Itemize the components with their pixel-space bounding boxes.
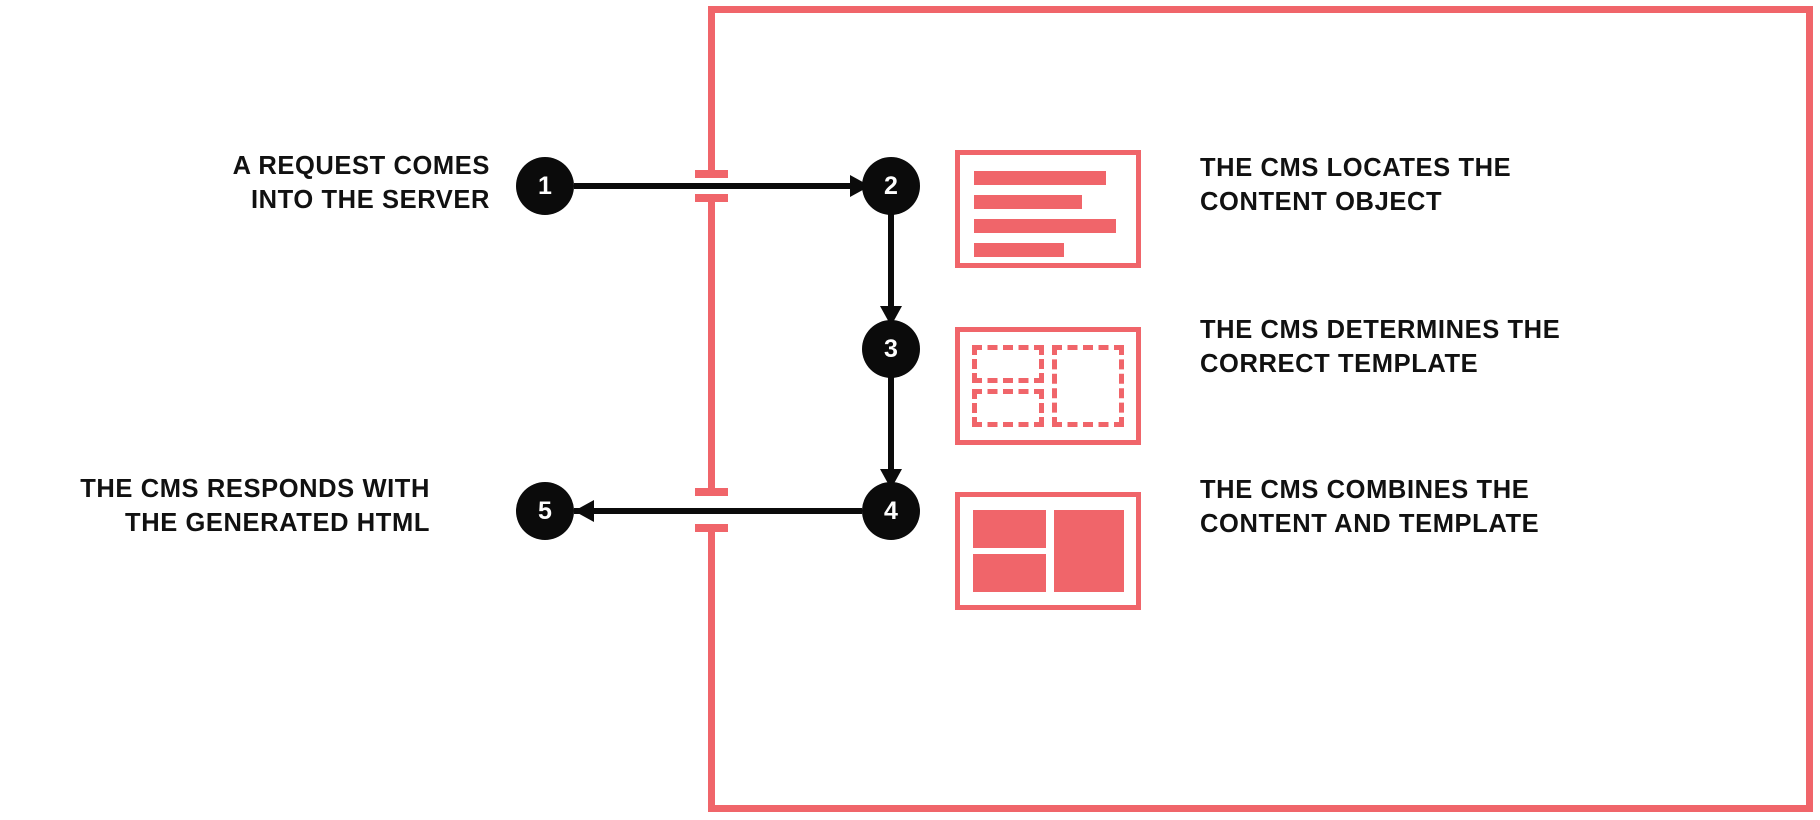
step-4-node[interactable]: 4 [862,482,920,540]
server-boundary-rail-bottom [708,532,715,812]
template-region-bottom-left [972,389,1044,427]
layout-block-top-left [973,510,1046,548]
arrow-4-to-5-head [574,500,594,522]
dashed-template-icon-inner [960,332,1136,440]
boundary-cap-upper-bottom [695,194,728,202]
arrow-2-to-3-line [888,212,894,312]
step-4-label: THE CMS COMBINES THE CONTENT AND TEMPLAT… [1200,474,1720,541]
step-3-label: THE CMS DETERMINES THE CORRECT TEMPLATE [1200,314,1720,381]
step-3-number: 3 [884,334,898,363]
step-5-number: 5 [538,496,552,525]
step-2-number: 2 [884,171,898,200]
step-1-label-line2: INTO THE SERVER [250,185,490,214]
boundary-cap-lower-top [695,488,728,496]
step-3-node[interactable]: 3 [862,320,920,378]
filled-layout-icon-inner [960,497,1136,605]
boundary-cap-upper-top [695,170,728,178]
step-4-number: 4 [884,496,898,525]
step-5-label: THE CMS RESPONDS WITH THE GENERATED HTML [10,473,430,540]
step-1-number: 1 [538,171,552,200]
step-5-label-line2: THE GENERATED HTML [125,508,430,537]
arrow-4-to-5-line [574,508,862,514]
template-region-right [1052,345,1124,427]
content-line-2 [974,195,1082,209]
step-2-label-line2: CONTENT OBJECT [1200,187,1443,216]
arrow-3-to-4-line [888,375,894,475]
content-lines-icon [955,150,1141,268]
filled-layout-icon [955,492,1141,610]
step-3-label-line1: THE CMS DETERMINES THE [1200,316,1561,344]
layout-block-bottom-left [973,554,1046,592]
content-line-4 [974,243,1064,257]
step-4-label-line2: CONTENT AND TEMPLATE [1200,509,1540,538]
step-2-label: THE CMS LOCATES THE CONTENT OBJECT [1200,152,1720,219]
step-4-label-line1: THE CMS COMBINES THE [1200,476,1530,504]
step-1-label: A REQUEST COMES INTO THE SERVER [70,150,490,217]
step-5-label-line1: THE CMS RESPONDS WITH [80,475,430,503]
content-lines-icon-inner [960,155,1136,263]
layout-block-right [1054,510,1124,592]
step-5-node[interactable]: 5 [516,482,574,540]
server-boundary-rail-middle [708,202,715,496]
step-3-label-line2: CORRECT TEMPLATE [1200,349,1479,378]
step-1-node[interactable]: 1 [516,157,574,215]
step-2-node[interactable]: 2 [862,157,920,215]
server-boundary-rail-top [708,6,715,178]
step-1-label-line1: A REQUEST COMES [232,152,490,180]
boundary-cap-lower-bottom [695,524,728,532]
content-line-3 [974,219,1116,233]
step-2-label-line1: THE CMS LOCATES THE [1200,154,1512,182]
template-region-top-left [972,345,1044,383]
content-line-1 [974,171,1106,185]
server-boundary-frame [708,6,1813,812]
arrow-1-to-2-line [574,183,862,189]
dashed-template-icon [955,327,1141,445]
